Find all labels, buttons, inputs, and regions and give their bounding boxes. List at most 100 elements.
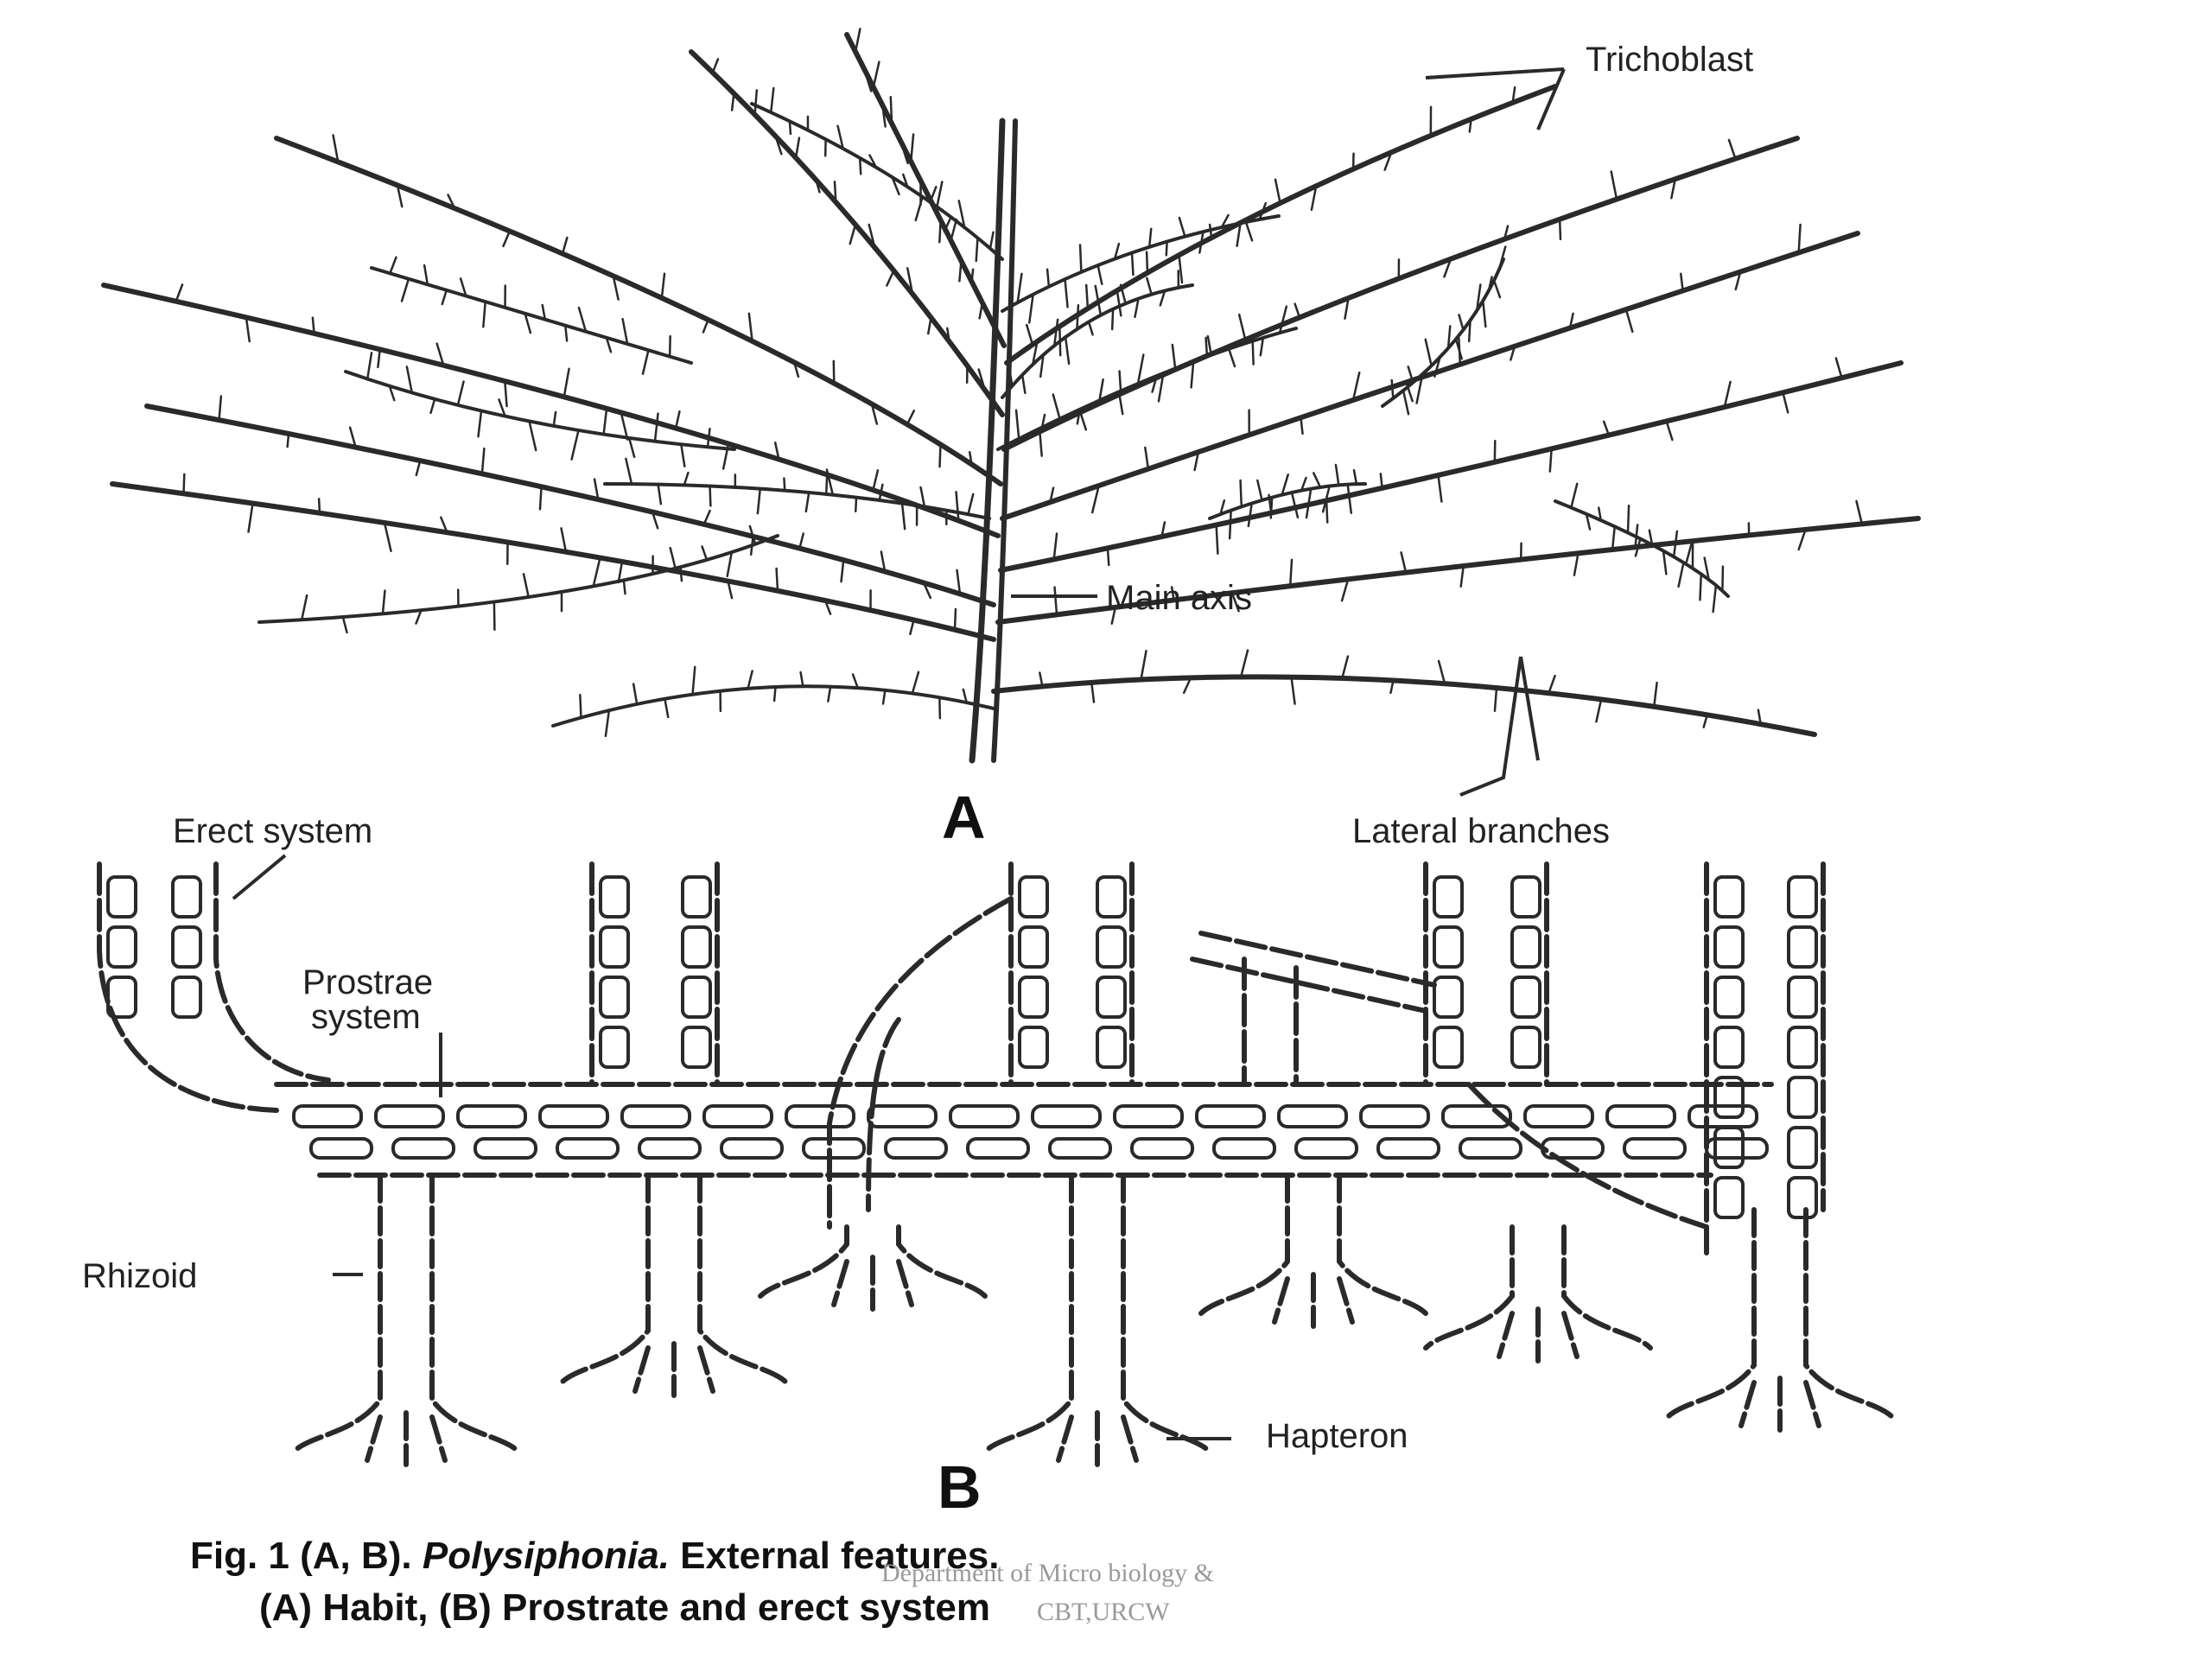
trichoblast-hair [691, 665, 696, 696]
trichoblast-hair [311, 316, 315, 335]
trichoblast-hair [881, 689, 887, 705]
trichoblast-hair [182, 473, 186, 495]
trichoblast-hair [1389, 679, 1395, 695]
trichoblast-hair [1597, 506, 1602, 522]
trichoblast-hair [502, 230, 512, 248]
trichoblast-hair [1116, 289, 1122, 317]
trichoblast-hair [1170, 586, 1175, 601]
trichoblast-hair [1475, 283, 1482, 312]
trichoblast-hair [1052, 318, 1059, 347]
trichoblast-hair [632, 683, 639, 706]
trichoblast-hair [1239, 649, 1249, 678]
cell [1787, 1076, 1818, 1119]
trichoblast-hair [851, 673, 860, 690]
trichoblast-hair [664, 697, 670, 719]
trichoblast-hair [769, 86, 775, 114]
trichoblast-hair [886, 269, 895, 287]
cell [1018, 925, 1049, 969]
trichoblast-hair [405, 365, 414, 394]
trichoblast-hair [1437, 474, 1443, 503]
trichoblast-hair [570, 429, 580, 461]
trichoblast-hair [747, 312, 753, 343]
trichoblast-hair [1110, 308, 1115, 331]
trichoblast-hair [854, 28, 861, 54]
cell [1605, 1104, 1676, 1128]
cell [1441, 1104, 1512, 1128]
trichoblast-hair [1278, 305, 1288, 334]
trichoblast-hair [775, 567, 779, 592]
trichoblast-hair [612, 275, 620, 301]
rhizoid-filament [291, 1173, 383, 1454]
trichoblast-hair [1482, 299, 1487, 328]
trichoblast-hair [218, 395, 223, 422]
cell [1523, 1104, 1594, 1128]
cell [884, 1137, 948, 1160]
cell [1018, 1026, 1049, 1069]
trichoblast-hair [1110, 606, 1117, 626]
trichoblast-hair [1685, 540, 1694, 563]
rhizoid-filament [1665, 1207, 1757, 1420]
cell [1510, 1026, 1541, 1069]
trichoblast-hair [1727, 138, 1737, 160]
rhizoid-filament [429, 1173, 521, 1454]
pericentral-cells [106, 875, 1818, 1219]
cell [1510, 875, 1541, 918]
trichoblast-hair [415, 459, 422, 477]
trichoblast-hair [1237, 313, 1248, 345]
trichoblast-hair [706, 427, 711, 448]
trichoblast-hair [1140, 650, 1147, 681]
label-lateral-branches: Lateral branches [1352, 812, 1610, 850]
trichoblast-hair [286, 432, 290, 448]
trichoblast-hair [679, 566, 683, 582]
trichoblast-hair [1205, 336, 1209, 358]
trichoblast-hair [1402, 389, 1410, 416]
cell [1705, 1137, 1769, 1160]
trichoblast-hair [1492, 279, 1502, 299]
trichoblast-hair [1113, 242, 1121, 260]
trichoblast-hair [926, 316, 932, 335]
trichoblast-hair [909, 619, 915, 636]
rhizoid-filament [697, 1173, 789, 1385]
cell [1787, 925, 1818, 969]
trichoblast-hair [396, 184, 404, 208]
trichoblast-hair [1510, 345, 1516, 361]
trichoblast-hair [1487, 276, 1493, 292]
trichoblast-hair [604, 709, 611, 738]
trichoblast-hair [1094, 284, 1103, 316]
trichoblast-hair [1665, 420, 1674, 442]
cell [1048, 1137, 1112, 1160]
cell [702, 1104, 773, 1128]
trichoblast-hair [563, 367, 570, 398]
trichoblast-hair [1227, 347, 1236, 368]
cell [638, 1137, 702, 1160]
cell [599, 976, 630, 1019]
rhizoid-filament [1337, 1173, 1428, 1316]
trichoblast-hair [1247, 502, 1253, 528]
trichoblast-hair [1511, 86, 1516, 105]
trichoblast-hair [400, 277, 410, 302]
cell [681, 1026, 712, 1069]
trichoblast-hair [1390, 378, 1395, 400]
trichoblast-hair [906, 267, 914, 296]
cell [1096, 1026, 1127, 1069]
cell [374, 1104, 445, 1128]
trichoblast-hair [1053, 586, 1058, 616]
trichoblast-hair [1634, 537, 1642, 557]
cell [1130, 1137, 1194, 1160]
trichoblast-hair [1198, 230, 1205, 254]
trichoblast-hair [900, 502, 906, 531]
trichoblast-hair [1325, 499, 1329, 524]
cell [1113, 1104, 1184, 1128]
trichoblast-hair [617, 560, 624, 584]
watermark-line-2: CBT,URCW [1037, 1598, 1170, 1626]
caption-line-1: Fig. 1 (A, B). Polysiphonia. External fe… [190, 1535, 999, 1577]
cell [1787, 1126, 1818, 1169]
trichoblast-hair [602, 408, 608, 435]
trichoblast-hair [1454, 338, 1463, 360]
rhizoid-filament [896, 1224, 988, 1299]
trichoblast-hair [1171, 343, 1177, 370]
trichoblast-hair [938, 443, 942, 468]
cell [681, 976, 712, 1019]
trichoblast-hair [792, 361, 800, 378]
trichoblast-hair [878, 483, 884, 502]
